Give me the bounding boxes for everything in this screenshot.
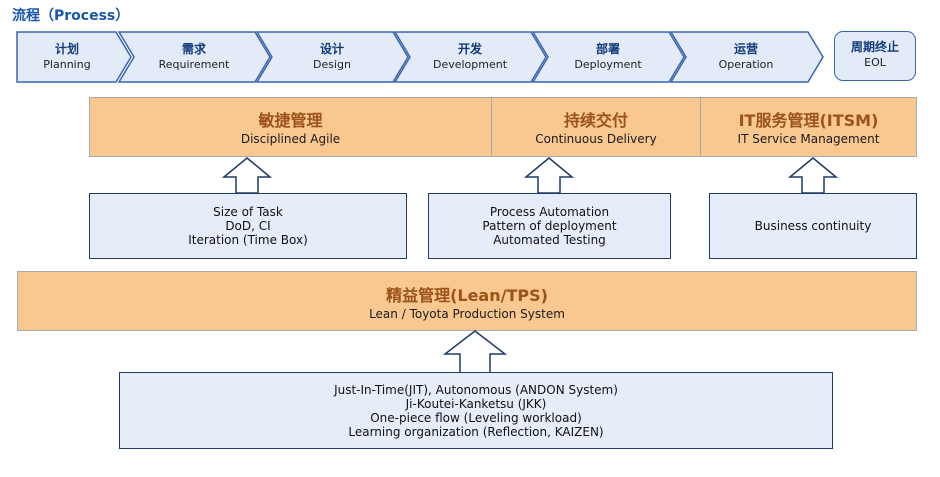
stage-eol-zh: 周期终止: [850, 40, 899, 54]
lean-details: Just-In-Time(JIT), Autonomous (ANDON Sys…: [119, 372, 833, 449]
chevron-design: [255, 31, 409, 83]
itsm-detail-item: Business continuity: [754, 219, 872, 233]
practice-agile-zh: 敏捷管理: [258, 111, 323, 130]
chevron-requirement: [117, 31, 271, 83]
process-chevrons: [16, 31, 824, 83]
agile-details: Size of Task DoD, CI Iteration (Time Box…: [89, 193, 407, 259]
practice-agile: 敏捷管理 Disciplined Agile: [89, 97, 492, 157]
up-arrow-icon: [524, 157, 574, 194]
practice-cd: 持续交付 Continuous Delivery: [491, 97, 701, 157]
practice-agile-en: Disciplined Agile: [240, 132, 341, 146]
up-arrow-icon: [443, 330, 507, 374]
practice-itsm: IT服务管理(ITSM) IT Service Management: [700, 97, 917, 157]
lean-en: Lean / Toyota Production System: [369, 307, 565, 321]
lean-zh: 精益管理(Lean/TPS): [386, 286, 548, 305]
chevron-development: [393, 31, 547, 83]
lean-detail-item: Learning organization (Reflection, KAIZE…: [348, 424, 604, 439]
lean-detail-item: Just-In-Time(JIT), Autonomous (ANDON Sys…: [334, 382, 618, 397]
lean-detail-item: Ji-Koutei-Kanketsu (JKK): [405, 396, 547, 411]
cd-detail-item: Process Automation: [489, 205, 610, 219]
practice-cd-zh: 持续交付: [563, 111, 628, 130]
stage-eol: 周期终止 EOL: [834, 31, 916, 81]
chevron-planning: [16, 31, 132, 83]
cd-detail-item: Automated Testing: [493, 233, 606, 247]
up-arrow-icon: [788, 157, 838, 194]
cd-details: Process Automation Pattern of deployment…: [428, 193, 671, 259]
practice-itsm-en: IT Service Management: [737, 132, 880, 146]
page-title: 流程（Process）: [12, 8, 130, 24]
stage-eol-en: EOL: [864, 56, 886, 69]
agile-detail-item: DoD, CI: [225, 219, 271, 233]
agile-detail-item: Iteration (Time Box): [188, 233, 308, 247]
practice-cd-en: Continuous Delivery: [535, 132, 657, 146]
lean-band: 精益管理(Lean/TPS) Lean / Toyota Production …: [17, 271, 917, 331]
cd-detail-item: Pattern of deployment: [482, 219, 617, 233]
agile-detail-item: Size of Task: [213, 205, 283, 219]
lean-detail-item: One-piece flow (Leveling workload): [370, 410, 582, 425]
chevron-deployment: [531, 31, 685, 83]
chevron-operation: [669, 31, 824, 83]
up-arrow-icon: [222, 157, 272, 194]
practice-itsm-zh: IT服务管理(ITSM): [738, 111, 879, 130]
itsm-details: Business continuity: [709, 193, 917, 259]
